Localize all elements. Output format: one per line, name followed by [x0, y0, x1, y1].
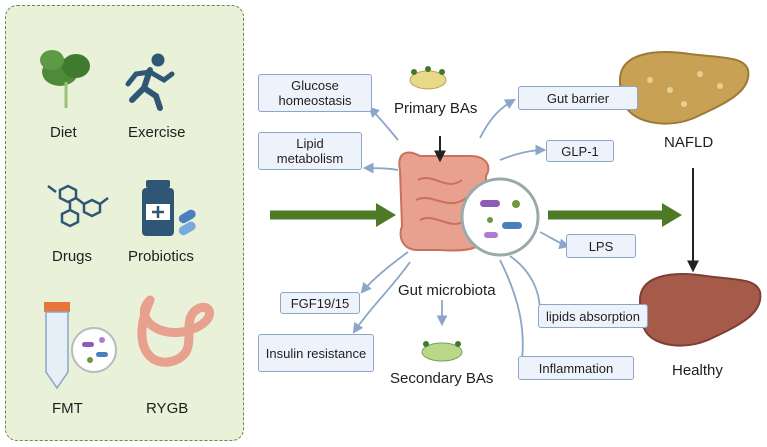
runner-icon [125, 53, 175, 111]
nafld-label: NAFLD [664, 134, 714, 151]
nafld-liver-icon [618, 51, 750, 125]
rygb-icon [137, 295, 214, 367]
lps-box: LPS [566, 234, 636, 258]
secondary-bas-label: Secondary BAs [390, 370, 494, 387]
primary-bas-icon [409, 66, 447, 90]
inflammation-box: Inflammation [518, 356, 634, 380]
secondary-bas-icon [421, 341, 463, 362]
exercise-label: Exercise [128, 124, 186, 141]
fmt-label: FMT [52, 400, 83, 417]
lipids-absorption-box: lipids absorption [538, 304, 648, 328]
fgf-box: FGF19/15 [280, 292, 360, 314]
molecule-icon [47, 184, 109, 228]
lipid-metabolism-box: Lipid metabolism [258, 132, 362, 170]
gut-microbiota-label: Gut microbiota [398, 282, 496, 299]
rygb-label: RYGB [146, 400, 189, 417]
gut-barrier-box: Gut barrier [518, 86, 638, 110]
probiotics-label: Probiotics [128, 248, 194, 265]
healthy-liver-icon [638, 273, 762, 347]
diet-label: Diet [50, 124, 77, 141]
green-arrow-in-head [376, 203, 396, 227]
microbiota-magnifier-icon [460, 177, 540, 257]
glucose-homeostasis-box: Glucose homeostasis [258, 74, 372, 112]
fmt-tube-icon [44, 302, 117, 390]
probiotics-icon [142, 180, 196, 236]
effect-arrows [352, 98, 571, 361]
green-arrow-out-head [662, 203, 682, 227]
spinach-icon [40, 50, 90, 108]
healthy-label: Healthy [672, 362, 723, 379]
insulin-resistance-box: Insulin resistance [258, 334, 374, 372]
drugs-label: Drugs [52, 248, 93, 265]
glp1-box: GLP-1 [546, 140, 614, 162]
primary-bas-label: Primary BAs [394, 100, 478, 117]
